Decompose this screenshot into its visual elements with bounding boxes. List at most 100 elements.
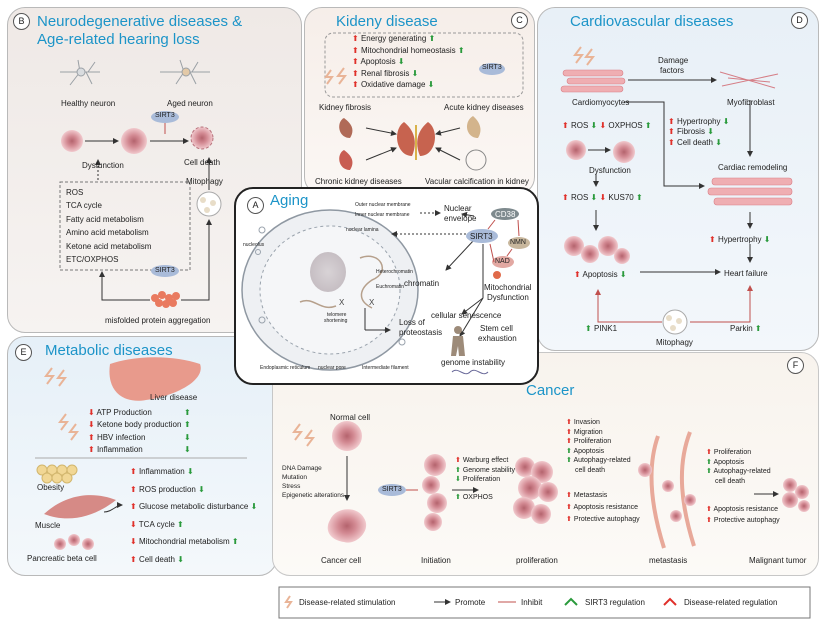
sirt3-oval-b1 xyxy=(151,111,179,123)
label-liver: Liver disease xyxy=(150,393,198,402)
label-mito-1: Mitochondrial xyxy=(484,283,532,292)
cardiomyocyte-tissue xyxy=(560,69,626,93)
neuron-healthy xyxy=(60,59,100,86)
panel-title-b1: Neurodegenerative diseases & xyxy=(37,13,243,30)
legend-stimulation: Disease-related stimulation xyxy=(299,598,396,607)
initiation-cells xyxy=(422,454,447,531)
ros-kus70-d: ⬆ ROS ⬇ ⬇ KUS70 ⬆ xyxy=(562,193,643,202)
legend-disease-reg: Disease-related regulation xyxy=(684,598,778,607)
mito-spark-icon xyxy=(493,271,501,279)
metabolic-items: ⬆ Inflammation ⬇ ⬆ ROS production ⬇ ⬆ Gl… xyxy=(130,467,258,564)
label-proliferation: proliferation xyxy=(516,556,558,565)
cell-d1 xyxy=(566,140,586,160)
label-cd38: CD38 xyxy=(495,210,516,219)
label-malignant: Malignant tumor xyxy=(749,556,807,565)
neuron-aged xyxy=(160,59,210,85)
acute-kidney-icon xyxy=(466,116,481,138)
factor-box xyxy=(59,181,191,271)
elderly-person-icon xyxy=(451,326,465,356)
label-kidney-fibrosis: Kidney fibrosis xyxy=(319,103,372,112)
label-normal-cell: Normal cell xyxy=(330,413,371,422)
label-remodeling: Cardiac remodeling xyxy=(718,163,788,172)
label-misfolded: misfolded protein aggregation xyxy=(105,316,211,325)
kidney-fibrosis-icon xyxy=(339,118,353,138)
svg-text:X: X xyxy=(339,298,345,307)
parkin-d: Parkin ⬆ xyxy=(730,324,762,333)
panel-letter-d: D xyxy=(791,12,808,29)
label-genome: genome instability xyxy=(441,358,506,367)
label-damage-1: Damage xyxy=(658,56,689,65)
label-vascular: Vacular calcification in kidney xyxy=(425,177,529,186)
cell-death-b xyxy=(190,126,214,150)
label-heart-failure: Heart failure xyxy=(724,269,768,278)
factor-item: Fatty acid metabolism xyxy=(66,214,144,224)
sirt3-oval-f xyxy=(378,484,406,496)
kidney-effect: Renal fibrosis xyxy=(360,68,410,78)
panel-title-e: Metabolic diseases xyxy=(45,342,173,359)
hypertrophy-d2: ⬆ Hypertrophy ⬇ xyxy=(709,235,771,244)
kidney-effect: Energy generating xyxy=(360,34,427,43)
label-inner-membrane: Inner nuclear membrane xyxy=(355,212,410,218)
label-chromatin: chromatin xyxy=(404,279,440,288)
factor-item: ETC/OXPHOS xyxy=(66,255,119,265)
label-nuclear-pore: nuclear pore xyxy=(318,365,346,371)
label-senescence: cellular senescence xyxy=(431,311,502,320)
nad-oval xyxy=(492,256,514,268)
apoptotic-cells-d xyxy=(564,236,630,264)
panel-title-d: Cardiovascular diseases xyxy=(570,13,734,30)
legend-disease-arrow xyxy=(663,597,677,606)
label-stem-2: exhaustion xyxy=(478,334,517,343)
label-mitophagy-d: Mitophagy xyxy=(656,338,693,347)
panel-letter-a: A xyxy=(247,197,264,214)
panel-title-c: Kideny disease xyxy=(336,13,438,30)
muscle-icon xyxy=(44,495,116,519)
sirt3-label-c: SIRT3 xyxy=(482,64,502,71)
label-sirt3-a: SIRT3 xyxy=(470,232,493,241)
blood-vessel-icon xyxy=(649,431,696,549)
label-stem-1: Stem cell xyxy=(480,324,513,333)
label-cancer-cell: Cancer cell xyxy=(321,556,362,565)
factor-list-b: ROS TCA cycle Fatty acid metabolism Amin… xyxy=(66,186,151,266)
liver-icon xyxy=(109,357,201,401)
label-telomere-1: telomere xyxy=(327,312,347,318)
label-outer-membrane: Outer nuclear membrane xyxy=(355,202,411,208)
sirt3-oval-b2 xyxy=(151,265,179,277)
label-loss-proteostasis-2: proteostasis xyxy=(399,328,443,337)
label-cell-death-b: Cell death xyxy=(184,158,221,167)
sirt3-oval-c xyxy=(479,63,505,75)
factor-item: Amino acid metabolism xyxy=(66,228,149,238)
kidney-effects: ⬆ Energy generating ⬆ ⬆ Mitochondrial ho… xyxy=(352,34,465,90)
label-dysfunction-d: Dysfunction xyxy=(589,166,631,175)
label-muscle: Muscle xyxy=(35,521,61,530)
panel-title-f: Cancer xyxy=(526,382,575,399)
central-kidney-icon xyxy=(397,122,435,160)
legend-box xyxy=(278,586,811,619)
label-euchromatin: Euchromatin xyxy=(376,284,405,290)
obesity-icon xyxy=(36,464,78,484)
panel-letter-f: F xyxy=(787,357,804,374)
label-healthy-neuron: Healthy neuron xyxy=(61,99,116,108)
sirt3-oval-a xyxy=(466,229,498,243)
label-obesity: Obesity xyxy=(37,483,65,492)
pink1-d: ⬆ PINK1 xyxy=(585,324,618,333)
initiation-effects: ⬆ Warburg effect ⬆ Genome stability ⬇ Pr… xyxy=(455,457,515,501)
ros-oxphos-d: ⬆ ROS ⬇ ⬇ OXPHOS ⬆ xyxy=(562,121,652,130)
label-telomere-2: shortening xyxy=(324,318,348,324)
panel-letter-c: C xyxy=(511,12,528,29)
label-nucleolus: nucleolus xyxy=(243,242,265,248)
mitophagy-cell-b xyxy=(196,191,222,217)
panel-title-b2: Age-related hearing loss xyxy=(37,31,200,48)
label-acute-kidney: Acute kidney diseases xyxy=(444,103,524,112)
cardiac-remodeling-tissue xyxy=(707,177,793,206)
factor-item: TCA cycle xyxy=(66,201,103,211)
factor-item: Ketone acid metabolism xyxy=(66,241,152,251)
normal-cell-f xyxy=(332,421,362,451)
pancreatic-cells-icon xyxy=(54,534,94,550)
sirt3-label-b2: SIRT3 xyxy=(155,267,175,274)
tumor-cells xyxy=(782,478,810,512)
label-metastasis: metastasis xyxy=(649,556,688,565)
legend-stimulation-icon xyxy=(284,595,293,609)
